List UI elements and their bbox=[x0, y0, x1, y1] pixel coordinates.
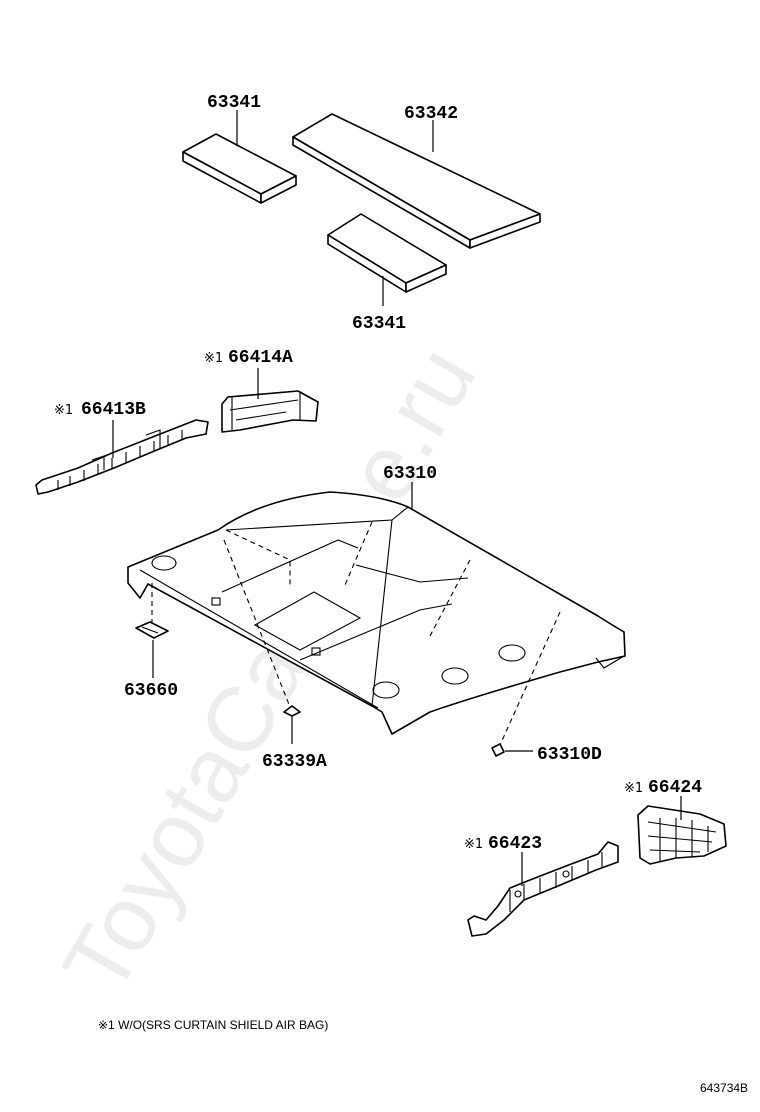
bracket-66413B-part bbox=[35, 419, 209, 495]
label-63310D: 63310D bbox=[537, 745, 602, 765]
diagram-code: 643734B bbox=[700, 1081, 748, 1095]
bracket-66424-part bbox=[637, 805, 727, 865]
bracket-66423-part bbox=[467, 841, 619, 937]
label-63310: 63310 bbox=[383, 464, 437, 484]
label-66414A: 66414A bbox=[228, 348, 293, 368]
clip-63310D-part bbox=[491, 743, 505, 757]
mark-66424: ※1 bbox=[624, 781, 643, 796]
clip-63660-part bbox=[135, 621, 169, 639]
mark-66414A: ※1 bbox=[204, 351, 223, 366]
bracket-66414A-part bbox=[221, 390, 319, 433]
label-63341-bottom: 63341 bbox=[352, 314, 406, 334]
mark-66423: ※1 bbox=[464, 837, 483, 852]
label-63339A: 63339A bbox=[262, 752, 327, 772]
label-63341-top: 63341 bbox=[207, 93, 261, 113]
pad-63342-part bbox=[292, 113, 541, 249]
mark-66413B: ※1 bbox=[54, 403, 73, 418]
label-63660: 63660 bbox=[124, 681, 178, 701]
clip-63339A-part bbox=[283, 705, 301, 717]
label-66423: 66423 bbox=[488, 834, 542, 854]
pad-63341-bottom-part bbox=[327, 213, 447, 293]
footnote: ※1 W/O(SRS CURTAIN SHIELD AIR BAG) bbox=[98, 1018, 328, 1032]
headliner-63310-part bbox=[127, 491, 626, 735]
label-66413B: 66413B bbox=[81, 400, 146, 420]
label-66424: 66424 bbox=[648, 778, 702, 798]
label-63342: 63342 bbox=[404, 104, 458, 124]
pad-63341-top-part bbox=[182, 133, 297, 204]
